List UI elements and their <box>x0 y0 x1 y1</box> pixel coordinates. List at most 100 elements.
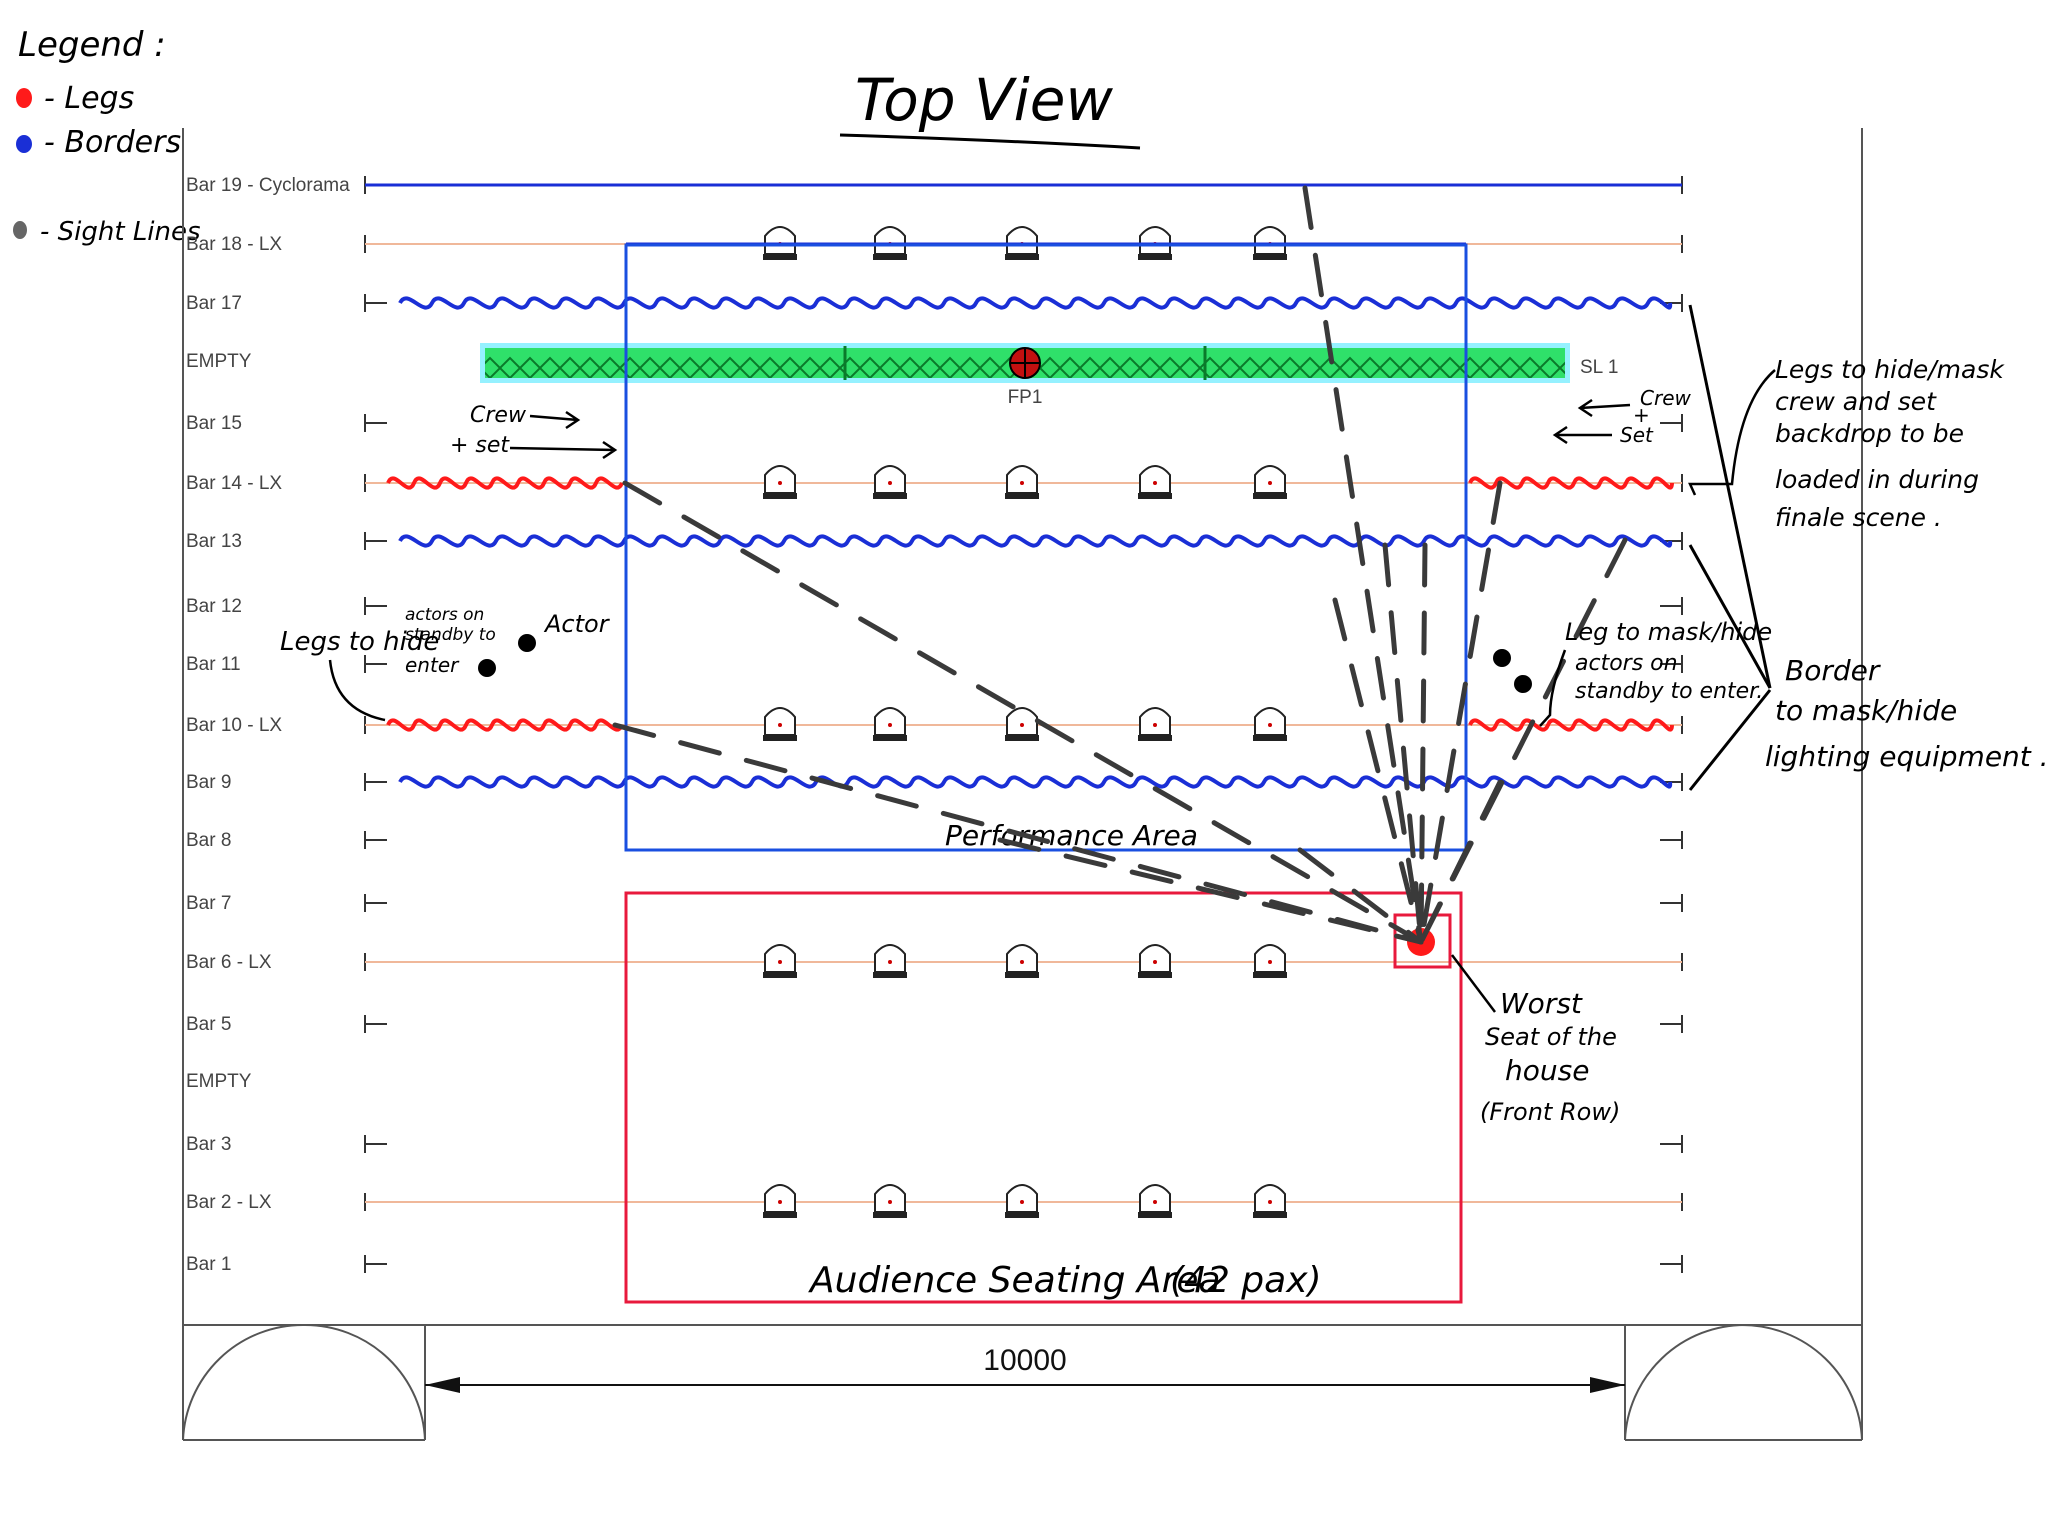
lantern-icon <box>1005 944 1039 978</box>
legs-backdrop-line4: loaded in during <box>1775 465 1979 494</box>
sight-lines-legend-label: - Sight Lines <box>40 217 201 247</box>
bar-row: Bar 2 - LX <box>186 1184 1683 1218</box>
actor-dot-icon <box>1493 649 1511 667</box>
lantern-icon <box>873 707 907 741</box>
sight-line <box>622 480 1424 945</box>
lantern-icon <box>763 465 797 499</box>
bar-label: Bar 5 <box>186 1014 231 1035</box>
sl1-label: SL 1 <box>1580 357 1618 378</box>
legs-left-line2: actors on <box>405 605 484 625</box>
crew-set-right-line3: Set <box>1620 423 1654 447</box>
bar-label: Bar 13 <box>186 531 242 552</box>
arrow-right-icon <box>509 440 618 460</box>
lantern-icon <box>1138 1184 1172 1218</box>
actors <box>478 634 1532 693</box>
bar-row: EMPTY <box>186 1071 252 1092</box>
bar-label: Bar 18 - LX <box>186 234 282 255</box>
crew-set-left-line1: Crew <box>470 403 527 428</box>
title-underline <box>839 133 1141 150</box>
lantern-icon <box>873 944 907 978</box>
page-title: Top View <box>855 66 1113 134</box>
bar-label: Bar 1 <box>186 1254 231 1275</box>
sight-line <box>1418 537 1628 945</box>
sight-line <box>1418 480 1503 945</box>
lantern-icon <box>873 1184 907 1218</box>
bar-row: Bar 3 <box>186 1134 1683 1155</box>
lantern-icon <box>1005 707 1039 741</box>
lantern-icon <box>1005 1184 1039 1218</box>
bar-row: EMPTY <box>186 351 252 372</box>
bar-row: Bar 7 <box>186 893 1683 914</box>
bar-row: Bar 14 - LX <box>186 465 1683 499</box>
sight-lines-layer <box>612 185 1628 945</box>
sight-line <box>1382 542 1424 945</box>
performance-area-label: Performance Area <box>945 819 1198 852</box>
bar-row: Bar 12 <box>186 596 1683 617</box>
dimension-label: 10000 <box>983 1344 1066 1377</box>
bar-row: Bar 8 <box>186 830 1683 851</box>
bar-row: Bar 15 <box>186 413 1683 434</box>
worst-seat-line4: (Front Row) <box>1480 1098 1620 1126</box>
border-note-line2: to mask/hide <box>1775 694 1957 727</box>
sight-line <box>1297 847 1424 945</box>
sight-lines-legend-dot <box>13 221 27 239</box>
lantern-icon <box>1138 944 1172 978</box>
legs-backdrop-line2: crew and set <box>1775 387 1937 416</box>
bar-row: Bar 1 <box>186 1254 1683 1275</box>
audience-area-label: Audience Seating Area <box>808 1260 1221 1301</box>
sight-line <box>997 837 1424 945</box>
worst-seat-line1: Worst <box>1500 987 1583 1020</box>
bar-label: Bar 8 <box>186 830 231 851</box>
legend: Legend : - Legs - Borders - Sight Lines <box>13 25 201 247</box>
bar-label: Bar 12 <box>186 596 242 617</box>
actor-label: Actor <box>543 610 611 638</box>
sight-line <box>612 722 1424 945</box>
actor-dot-icon <box>518 634 536 652</box>
bar-label: Bar 11 <box>186 654 241 675</box>
borders-legend-dot <box>16 135 32 153</box>
legs-left-line4: enter <box>405 653 460 677</box>
door-right <box>1624 1323 1863 1441</box>
sight-line <box>1332 597 1424 945</box>
lantern-icon <box>763 1184 797 1218</box>
legs-backdrop-line5: finale scene . <box>1775 503 1942 532</box>
bar-label: Bar 10 - LX <box>186 715 282 736</box>
bar-label: Bar 3 <box>186 1134 231 1155</box>
lantern-icon <box>1253 1184 1287 1218</box>
legs-backdrop-line3: backdrop to be <box>1775 419 1964 448</box>
sight-line <box>1418 542 1428 945</box>
lantern-icon <box>1253 944 1287 978</box>
title-group: Top View <box>839 66 1141 150</box>
legs-left-line3: standby to <box>405 625 496 645</box>
borders-legend-label: - Borders <box>44 125 181 160</box>
crew-set-right-line1: Crew <box>1640 386 1691 410</box>
performance-area: Performance Area <box>624 243 1468 852</box>
bar-label: Bar 14 - LX <box>186 473 282 494</box>
bar-label: Bar 15 <box>186 413 242 434</box>
lantern-icon <box>873 465 907 499</box>
worst-seat-line2: Seat of the <box>1485 1023 1617 1051</box>
bar-row: Bar 17 <box>186 293 1683 314</box>
border-note-line1: Border <box>1785 654 1881 687</box>
worst-seat-line3: house <box>1505 1054 1589 1087</box>
bar-row: Bar 19 - Cyclorama <box>186 175 1683 196</box>
annotations: Crew + set Crew + Set Legs to hide/mask … <box>280 304 2048 1126</box>
bar-row: Bar 9 <box>186 772 1683 793</box>
bar-row: Bar 5 <box>186 1014 1683 1035</box>
audience-count-label: (42 pax) <box>1170 1260 1322 1301</box>
legs-legend-label: - Legs <box>44 81 134 116</box>
sight-line <box>1302 185 1424 945</box>
actor-dot-icon <box>478 659 496 677</box>
bar-label: Bar 2 - LX <box>186 1192 272 1213</box>
arrow-right-icon <box>529 410 581 430</box>
lantern-icon <box>1138 465 1172 499</box>
bar-label: Bar 9 <box>186 772 231 793</box>
legs-backdrop-line1: Legs to hide/mask <box>1775 355 2005 384</box>
lantern-icon <box>763 944 797 978</box>
room-outline <box>182 128 1863 1441</box>
truss-sl1: FP1 SL 1 <box>480 343 1618 408</box>
bar-label: Bar 17 <box>186 293 242 314</box>
bar-label: EMPTY <box>186 351 252 372</box>
